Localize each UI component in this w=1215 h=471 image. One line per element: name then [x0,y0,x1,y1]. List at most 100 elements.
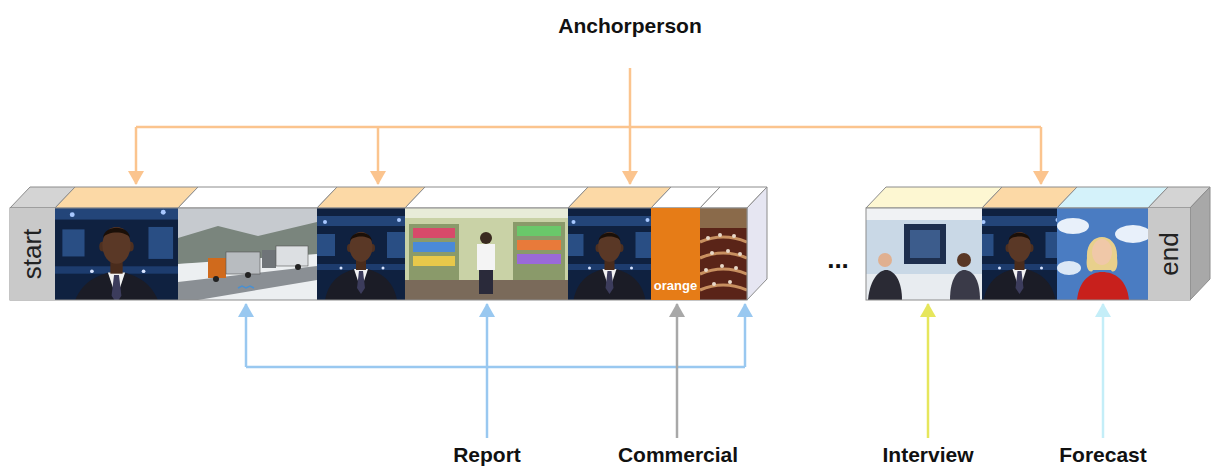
side-face [747,187,767,300]
report-pointer [246,366,745,369]
category-label: Anchorperson [558,14,702,38]
drawn-shape [726,249,730,253]
presenter-face [1092,239,1112,265]
anchor-bracket [136,68,1041,184]
seat-row [700,269,747,274]
strip-top-faces [866,187,1210,300]
seat-row [700,253,747,258]
wall [405,208,568,300]
anchor-frame [311,208,411,300]
shopper-shirt [477,244,495,270]
truck [226,252,260,274]
truck [208,258,226,278]
drawn-shape [718,233,722,237]
cloud [1115,225,1151,243]
drawn-shape [704,268,708,272]
cloud [1057,218,1089,234]
goods [517,254,561,264]
goods [413,256,455,266]
wheel [295,264,301,270]
ceiling [405,208,568,218]
guest-head [878,253,892,267]
category-label: Interview [882,443,973,467]
report-pointer [245,304,248,367]
side-face [1190,187,1210,300]
host-head [957,253,971,267]
commercial-frame: orange [651,208,700,300]
interview-pointer [927,304,930,438]
shelf [513,222,565,280]
top-face [866,187,1002,208]
shelf [409,224,459,280]
sky [178,208,317,300]
highway-frame [178,208,317,300]
studio [866,208,982,300]
ceiling [866,208,982,220]
goods [517,240,561,250]
drawn-shape [712,282,716,286]
goods [413,242,455,252]
drawn-shape [734,266,738,270]
end-block: end [1148,208,1190,300]
category-label: Report [453,443,521,467]
strip-outline [866,208,1190,300]
wall [700,208,747,228]
drawn-shape [732,234,736,238]
drawn-shape [738,252,742,256]
screen [904,224,946,264]
category-label: Forecast [1059,443,1147,467]
bracket-line [377,127,380,184]
goods [517,226,561,236]
block-label: end [1156,232,1182,275]
category-label: Commercial [618,443,738,467]
parliament-frame [700,208,747,300]
presenter-top [1077,272,1129,300]
road-mark [238,286,254,288]
bracket-line [1040,127,1043,184]
commercial-pointer [676,304,679,438]
wheel [245,272,251,278]
forecast-frame [1057,208,1151,300]
forecast-pointer [1102,304,1105,438]
members [704,233,742,286]
guest [868,270,902,300]
wheel [213,276,219,282]
screen-image [910,230,940,258]
anchor-frame [560,208,660,300]
category-pointers [246,304,1103,438]
shopper-legs [479,270,493,294]
strip-outline [10,208,747,300]
bracket-line [136,126,1041,129]
top-face [178,187,337,208]
drawn-shape [710,251,714,255]
truck [276,246,308,266]
cloud [1057,261,1081,275]
brand-logo-text: orange [654,279,697,292]
anchor-frame [55,197,178,310]
block-label: start [20,229,46,280]
anchor-frame [970,208,1070,300]
weather-map [1057,208,1148,300]
ellipsis-mark: ... [827,244,849,275]
bracket-line [135,127,138,184]
drawn-shape [706,236,710,240]
goods [413,228,455,238]
truck [262,250,276,268]
top-face [405,187,588,208]
presenter-hair [1087,237,1118,272]
interview-frame [866,208,982,300]
seat-row [700,285,747,290]
hall [700,208,747,300]
drawn-shape [728,280,732,284]
report-pointer [744,304,747,367]
drawn-shape [720,264,724,268]
seat-row [700,237,747,242]
shopper-head [480,232,492,244]
top-face [55,187,198,208]
report-pointer [486,304,489,438]
store-frame [405,208,568,300]
host [950,270,980,300]
start-block: start [10,208,55,300]
